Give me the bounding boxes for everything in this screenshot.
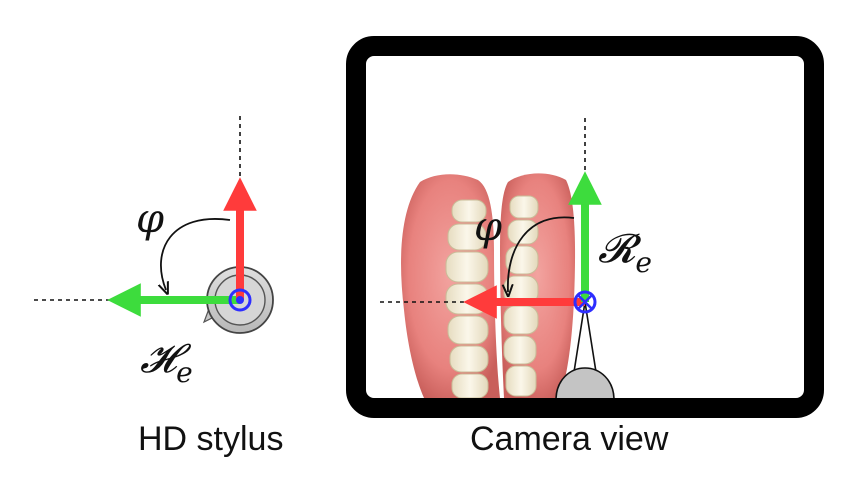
stylus-frame-label: 𝓗e	[140, 336, 193, 389]
stylus-rotation-arc	[161, 218, 231, 290]
camera-caption: Camera view	[470, 420, 669, 458]
stylus-angle-label: φ	[136, 196, 164, 242]
stylus-frame-subscript: e	[176, 356, 193, 389]
camera-panel: φ 𝓡e	[346, 36, 824, 418]
camera-frame-label: 𝓡e	[598, 226, 652, 279]
camera-angle-label: φ	[474, 204, 502, 250]
camera-frame-subscript: e	[635, 246, 652, 279]
stylus-z-axis-out-icon	[228, 288, 252, 312]
stylus-tip-icon	[555, 301, 615, 398]
stylus-panel: φ 𝓗e	[34, 116, 274, 389]
camera-rotation-arc	[508, 216, 575, 292]
dental-arch-model	[401, 173, 576, 398]
camera-z-axis-in-icon	[573, 290, 597, 314]
stylus-caption: HD stylus	[138, 420, 284, 458]
camera-frame-letter: 𝓡	[598, 226, 642, 272]
